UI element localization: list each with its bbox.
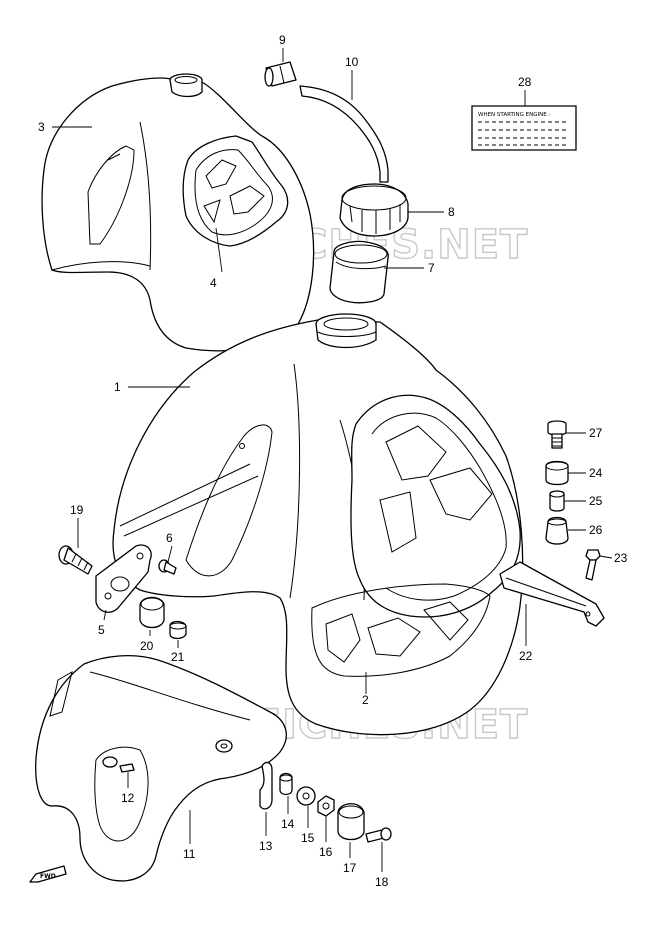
washer-15 bbox=[296, 786, 316, 806]
screw-12 bbox=[119, 763, 135, 773]
cushion-17 bbox=[337, 803, 365, 841]
grommet-24 bbox=[545, 460, 569, 486]
callout-22: 22 bbox=[519, 649, 533, 663]
cushion-20 bbox=[139, 596, 165, 629]
bracket-5 bbox=[95, 544, 152, 613]
breather-hose bbox=[299, 85, 389, 183]
callouts: 1 2 3 4 5 6 7 8 9 10 11 12 13 14 15 16 1… bbox=[38, 33, 628, 889]
callout-9: 9 bbox=[279, 33, 286, 47]
callout-7: 7 bbox=[428, 261, 435, 275]
fwd-arrow-icon: FWD bbox=[29, 865, 67, 883]
warning-label-heading: WHEN STARTING ENGINE : bbox=[478, 112, 550, 118]
fuel-cap bbox=[339, 183, 409, 237]
callout-18: 18 bbox=[375, 875, 389, 889]
callout-10: 10 bbox=[345, 55, 359, 69]
filler-ring bbox=[329, 240, 389, 304]
callout-14: 14 bbox=[281, 817, 295, 831]
callout-16: 16 bbox=[319, 845, 333, 859]
tank-decal-main bbox=[311, 394, 521, 677]
callout-5: 5 bbox=[98, 623, 105, 637]
callout-4: 4 bbox=[210, 276, 217, 290]
callout-24: 24 bbox=[589, 466, 603, 480]
callout-28: 28 bbox=[518, 75, 532, 89]
callout-2: 2 bbox=[362, 693, 369, 707]
bolt-23 bbox=[585, 549, 601, 581]
clip-13 bbox=[259, 761, 273, 810]
bolt-19 bbox=[58, 545, 93, 575]
collar-14 bbox=[279, 772, 293, 796]
bolt-18 bbox=[365, 827, 392, 843]
callout-8: 8 bbox=[448, 205, 455, 219]
callout-27: 27 bbox=[589, 426, 603, 440]
collar-25 bbox=[549, 490, 565, 512]
bolt-6 bbox=[158, 559, 177, 575]
callout-13: 13 bbox=[259, 839, 273, 853]
callout-15: 15 bbox=[301, 831, 315, 845]
cushion-26 bbox=[545, 516, 569, 545]
collar-21 bbox=[169, 620, 187, 640]
fwd-text: FWD bbox=[40, 873, 56, 880]
callout-12: 12 bbox=[121, 791, 135, 805]
callout-21: 21 bbox=[171, 650, 185, 664]
side-cover bbox=[35, 655, 287, 882]
warning-label: WHEN STARTING ENGINE : bbox=[471, 105, 577, 151]
callout-26: 26 bbox=[589, 523, 603, 537]
tank-decal-upper bbox=[182, 135, 289, 247]
callout-1: 1 bbox=[114, 380, 121, 394]
callout-19: 19 bbox=[70, 503, 84, 517]
callout-23: 23 bbox=[614, 551, 628, 565]
callout-11: 11 bbox=[183, 847, 196, 861]
callout-20: 20 bbox=[140, 639, 154, 653]
bolt-27 bbox=[547, 420, 567, 449]
nut-16 bbox=[317, 795, 335, 817]
callout-25: 25 bbox=[589, 494, 603, 508]
callout-17: 17 bbox=[343, 861, 357, 875]
tank-bracket bbox=[499, 561, 605, 627]
leader-lines bbox=[52, 48, 613, 872]
callout-3: 3 bbox=[38, 120, 45, 134]
callout-6: 6 bbox=[166, 531, 173, 545]
hose-fitting bbox=[264, 61, 297, 87]
